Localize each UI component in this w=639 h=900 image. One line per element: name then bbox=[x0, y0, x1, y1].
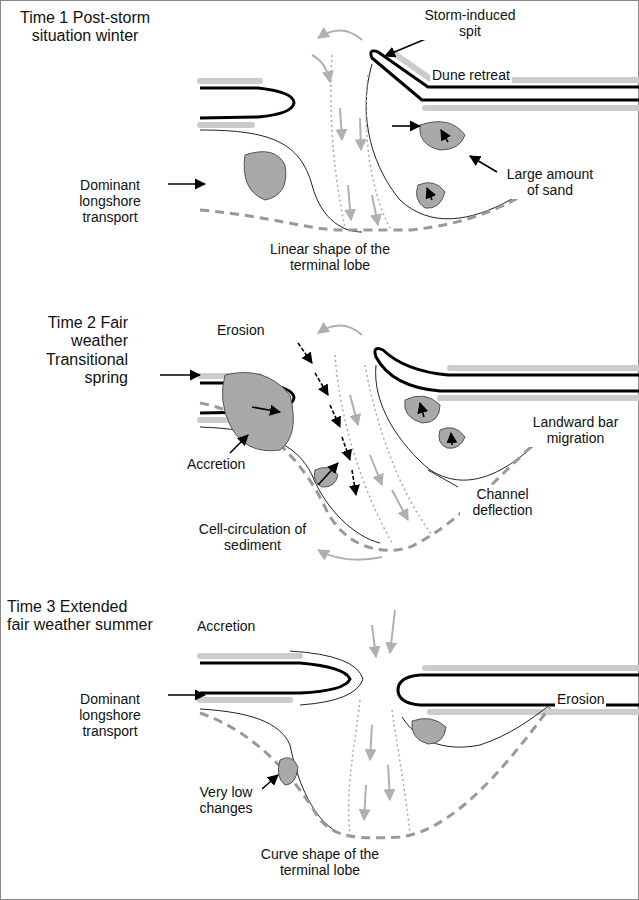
leader-arrow bbox=[262, 775, 278, 789]
process-label: Cell-circulation of sediment bbox=[190, 520, 315, 554]
circulation-arrow bbox=[318, 550, 382, 560]
flow-arrow bbox=[372, 195, 378, 225]
accretion-arrow bbox=[252, 407, 280, 412]
dune-band bbox=[430, 709, 639, 715]
dune-band bbox=[200, 697, 290, 703]
process-label: Erosion bbox=[555, 690, 606, 708]
right-barrier bbox=[375, 349, 639, 391]
dune-band bbox=[425, 665, 639, 671]
erosion-arrow bbox=[315, 373, 328, 395]
erosion-arrow bbox=[330, 405, 340, 427]
sand-shoal bbox=[412, 719, 446, 744]
longshore-arrow bbox=[168, 183, 205, 185]
sand-arrow bbox=[441, 130, 448, 142]
flow-arrow bbox=[350, 395, 358, 425]
dune-band bbox=[450, 365, 639, 371]
leader-line bbox=[428, 470, 458, 487]
panel-title: Time 3 Extended fair weather summer bbox=[5, 597, 155, 636]
delta-outline bbox=[402, 705, 550, 747]
flow-arrow bbox=[392, 490, 408, 520]
sand-shoal bbox=[405, 396, 440, 423]
longshore-arrow bbox=[168, 694, 205, 696]
flow-arrow bbox=[360, 118, 361, 150]
channel-edge bbox=[335, 355, 392, 543]
landward-arrow bbox=[451, 433, 452, 445]
callout-label: Large amount of sand bbox=[500, 165, 600, 199]
sand-shoal bbox=[278, 758, 298, 785]
leader-arrow bbox=[385, 38, 428, 56]
erosion-arrow bbox=[298, 343, 312, 363]
erosion-arrow bbox=[352, 470, 356, 495]
left-barrier bbox=[200, 88, 294, 118]
dune-band bbox=[200, 653, 300, 659]
panel-title: Time 2 Fair weather Transitional spring bbox=[5, 313, 130, 389]
dune-band bbox=[200, 122, 252, 128]
flow-arrow bbox=[318, 30, 362, 40]
flow-arrow bbox=[364, 785, 366, 820]
callout-label: Accretion bbox=[185, 455, 247, 473]
channel-edge bbox=[366, 75, 390, 228]
erosion-arrow bbox=[342, 437, 350, 460]
lobe-label: Linear shape of the terminal lobe bbox=[250, 240, 410, 274]
callout-label: Storm-induced spit bbox=[420, 6, 520, 40]
arrow-label: Dominant longshore transport bbox=[55, 690, 165, 740]
callout-label: Very low changes bbox=[190, 783, 262, 817]
flow-arrow bbox=[348, 185, 351, 220]
process-label: Erosion bbox=[215, 321, 266, 339]
flow-arrow bbox=[370, 455, 382, 485]
dune-band bbox=[425, 105, 639, 111]
flow-arrow bbox=[372, 625, 376, 657]
accretion-outline bbox=[290, 651, 363, 705]
sand-shoal bbox=[222, 373, 293, 451]
panel-time-2 bbox=[160, 325, 639, 559]
flow-arrow bbox=[388, 765, 390, 800]
process-label: Accretion bbox=[195, 617, 257, 635]
callout-label: Landward bar migration bbox=[518, 413, 633, 447]
sand-shoal bbox=[417, 183, 445, 209]
sand-arrow bbox=[427, 188, 432, 200]
channel-edge bbox=[365, 365, 432, 535]
channel-edge bbox=[331, 55, 345, 228]
flow-arrow bbox=[312, 55, 330, 82]
sand-shoal bbox=[439, 428, 465, 449]
flow-arrow bbox=[370, 725, 372, 760]
sand-shoal bbox=[244, 152, 286, 200]
leader-arrow bbox=[230, 435, 248, 453]
left-barrier bbox=[200, 663, 350, 693]
panel-time-1 bbox=[168, 30, 639, 232]
callout-label: Dune retreat bbox=[430, 66, 512, 84]
terminal-lobe bbox=[200, 707, 550, 838]
channel-edge bbox=[349, 700, 360, 833]
retreat-arrow bbox=[392, 125, 420, 127]
landward-arrow bbox=[420, 403, 424, 417]
flow-arrow bbox=[340, 108, 342, 140]
flow-arrow bbox=[390, 610, 395, 653]
sand-shoal bbox=[420, 122, 465, 150]
longshore-arrow bbox=[160, 374, 200, 376]
circulation-arrow bbox=[318, 463, 338, 485]
dune-band bbox=[440, 395, 639, 401]
panel-title: Time 1 Post-storm situation winter bbox=[5, 8, 165, 47]
channel-edge bbox=[392, 710, 410, 833]
leader-arrow bbox=[470, 156, 497, 172]
storm-spit-barrier bbox=[371, 51, 639, 100]
flow-arrow bbox=[318, 325, 362, 335]
lobe-label: Curve shape of the terminal lobe bbox=[240, 845, 400, 879]
callout-label: Channel deflection bbox=[460, 485, 545, 519]
dune-band bbox=[200, 78, 260, 84]
arrow-label: Dominant longshore transport bbox=[55, 176, 165, 226]
delta-outline bbox=[200, 130, 362, 232]
panel-time-3 bbox=[168, 610, 639, 838]
